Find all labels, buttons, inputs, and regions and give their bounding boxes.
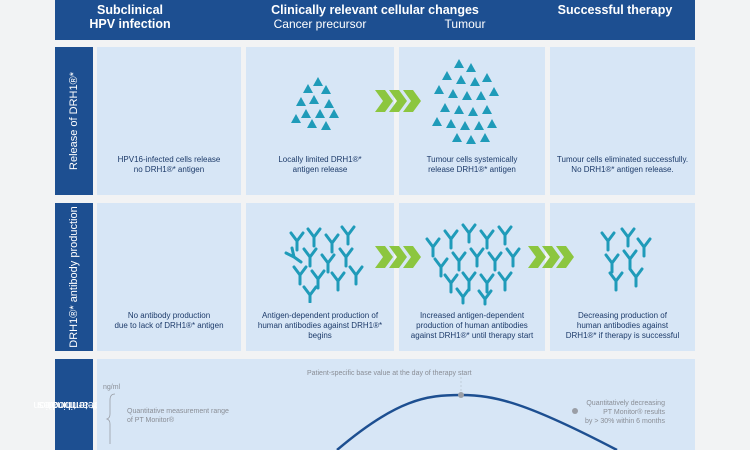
antibody-level-curve [105,373,618,450]
antibody-cluster-small [600,227,652,292]
antigen-cluster-large [432,59,499,144]
antibody-cluster-large [425,223,521,306]
cell-release-precursor: Locally limited DRH1®*antigen release [246,47,394,195]
antibody-cluster-medium [284,225,364,303]
caption-release-2: Locally limited DRH1®*antigen release [278,155,362,174]
chart-top-note: Patient-specific base value at the day o… [307,370,472,377]
cell-release-therapy: Tumour cells eliminated successfully.No … [550,47,695,195]
header-cancer-precursor: Cancer precursor [273,17,367,31]
chart-unit-label: ng/ml [103,384,121,391]
row-label-determination: ve determination 1®* antibodies [33,359,115,450]
row-label-antibody: DRH1®* antibody production [55,203,93,351]
caption-release-4: Tumour cells eliminated successfully.No … [556,155,689,174]
header-successful-therapy: Successful therapy [557,3,673,17]
row-label-release: Release of DRH1®* [55,47,93,195]
header-tumour: Tumour [444,17,486,31]
range-brace [105,393,116,444]
base-value-marker [458,392,464,398]
decrease-marker [572,408,578,414]
chart-panel: Patient-specific base value at the day o… [97,359,695,450]
header-clinical-changes: Clinically relevant cellular changes [271,3,479,17]
antigen-cluster-small [291,77,339,130]
